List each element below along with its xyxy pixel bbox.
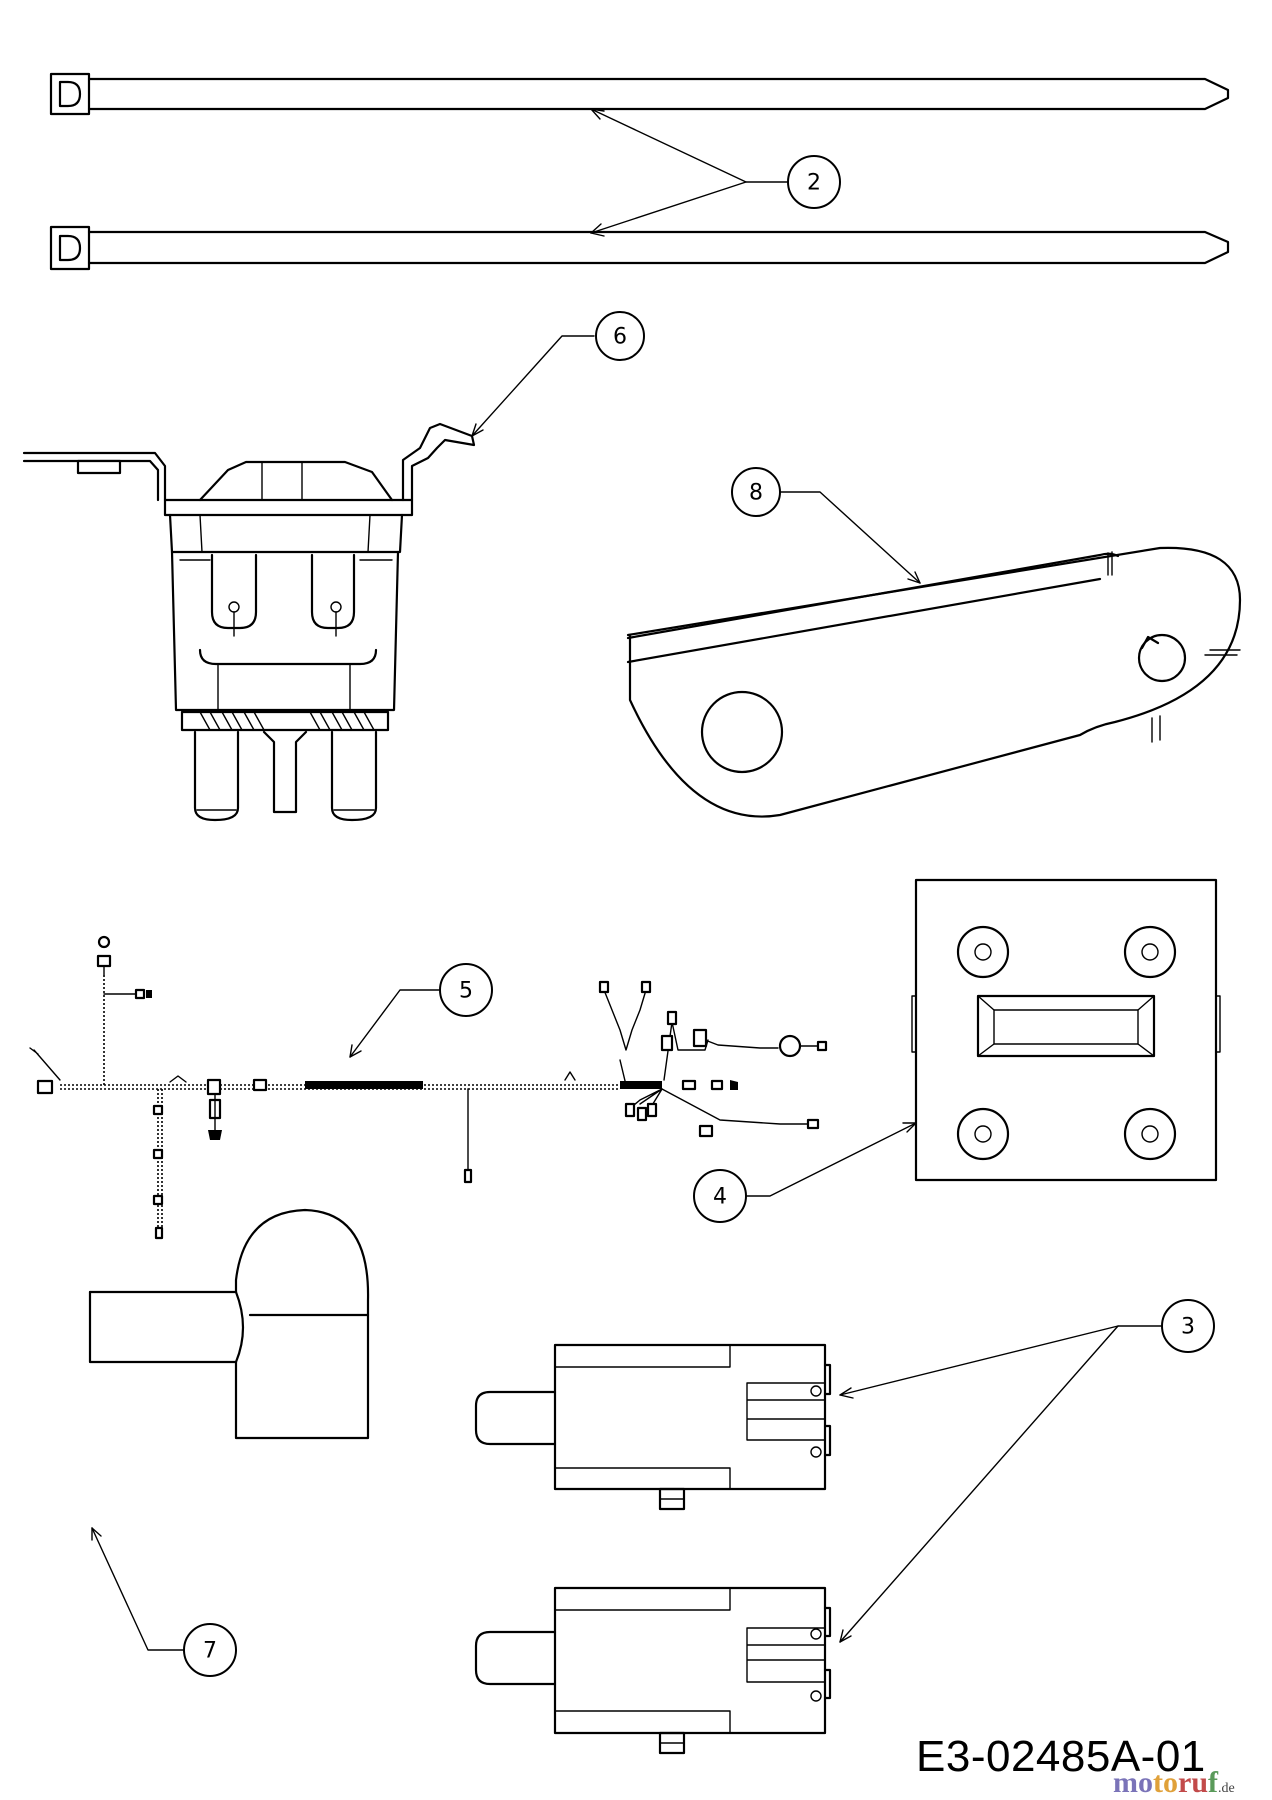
leader-5 [349, 989, 441, 1058]
leader-2 [590, 108, 789, 237]
callout-8-label: 8 [749, 481, 763, 506]
plunger-switch-upper [474, 1343, 832, 1511]
callout-5-label: 5 [459, 979, 473, 1004]
watermark-part3: ru [1178, 1766, 1208, 1799]
watermark-part2: to [1153, 1766, 1178, 1799]
cap-part [88, 1208, 370, 1440]
watermark-part1: mo [1113, 1766, 1153, 1799]
wire-harness-part [29, 935, 828, 1240]
callout-3: 3 [1161, 1299, 1215, 1353]
callout-6-label: 6 [613, 325, 627, 350]
leader-4 [745, 1122, 917, 1197]
plunger-switch-lower [474, 1586, 832, 1755]
callout-6: 6 [595, 311, 645, 361]
watermark-part4: f [1208, 1766, 1218, 1799]
callout-8: 8 [731, 467, 781, 517]
cable-tie-upper [49, 72, 1230, 116]
watermark-tld: .de [1218, 1781, 1235, 1796]
switch-part [22, 422, 476, 822]
plate-part [911, 878, 1221, 1182]
drawing-number: E3-02485A-01 [916, 1732, 1206, 1781]
leader-3 [839, 1325, 1163, 1643]
callout-2-label: 2 [807, 171, 821, 196]
leader-8 [779, 491, 921, 584]
cable-tie-lower [49, 225, 1230, 271]
callout-5: 5 [439, 963, 493, 1017]
callout-7-label: 7 [203, 1639, 217, 1664]
bracket-part [626, 546, 1242, 818]
callout-2: 2 [787, 155, 841, 209]
callout-3-label: 3 [1181, 1315, 1195, 1340]
callout-4: 4 [693, 1169, 747, 1223]
leader-6 [471, 335, 595, 437]
callout-4-label: 4 [713, 1185, 727, 1210]
leader-7 [91, 1527, 185, 1651]
callout-7: 7 [183, 1623, 237, 1677]
watermark-logo: motoruf.de [1113, 1766, 1235, 1800]
